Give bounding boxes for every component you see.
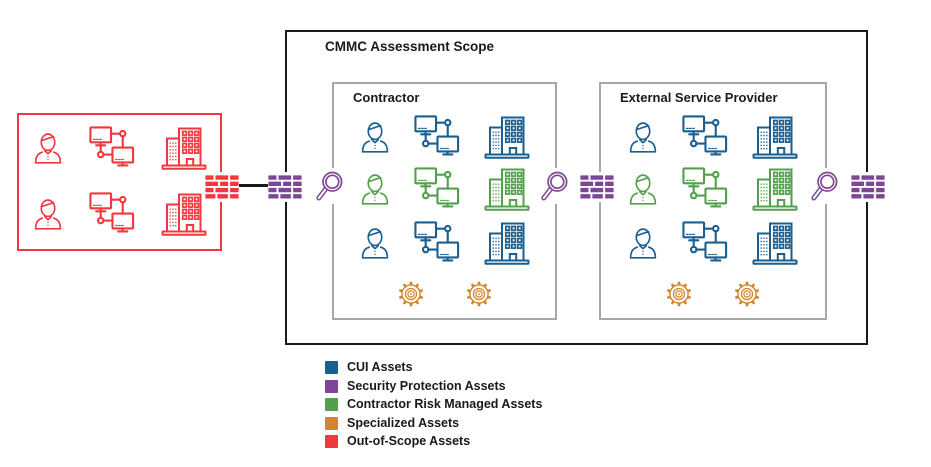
user-icon — [358, 168, 392, 212]
contractor-box: Contractor — [332, 82, 557, 320]
legend-item-risk-managed: Contractor Risk Managed Assets — [325, 397, 543, 412]
building-icon — [159, 191, 209, 239]
building-icon — [159, 125, 209, 173]
magnifier-icon — [313, 168, 347, 204]
magnifier-icon — [538, 168, 572, 204]
legend-swatch-security-protection — [325, 379, 338, 393]
user-icon — [358, 116, 392, 160]
firewall-icon — [268, 172, 302, 202]
firewall-icon — [851, 172, 885, 202]
user-icon — [358, 222, 392, 266]
esp-assets — [601, 112, 825, 318]
legend-item-cui: CUI Assets — [325, 361, 542, 374]
asset-row-cui — [601, 112, 825, 164]
asset-row-out-of-scope — [19, 184, 220, 246]
legend-label: Out-of-Scope Assets — [347, 434, 471, 449]
external-service-provider-box: External Service Provider — [599, 82, 827, 320]
firewall-icon — [580, 172, 614, 202]
user-icon — [31, 193, 65, 237]
building-icon — [482, 166, 532, 214]
asset-row-risk-managed — [601, 164, 825, 216]
legend-swatch-cui — [325, 361, 338, 374]
legend: CUI Assets Security Protection Assets Co… — [325, 361, 542, 454]
legend-label: Contractor Risk Managed Assets — [347, 397, 543, 412]
boundary-connector-line — [230, 184, 282, 187]
network-computers-icon — [414, 221, 460, 267]
building-icon — [750, 114, 800, 162]
network-computers-icon — [414, 167, 460, 213]
gear-icon — [734, 281, 760, 307]
network-computers-icon — [414, 115, 460, 161]
contractor-assets — [334, 112, 555, 318]
legend-label: Security Protection Assets — [347, 378, 506, 393]
out-of-scope-box — [17, 113, 222, 251]
asset-row-cui — [334, 216, 555, 272]
user-icon — [626, 168, 660, 212]
building-icon — [482, 220, 532, 268]
network-computers-icon — [682, 115, 728, 161]
magnifier-icon — [808, 168, 842, 204]
legend-label: CUI Assets — [347, 360, 413, 374]
network-computers-icon — [682, 167, 728, 213]
legend-swatch-specialized — [325, 416, 338, 430]
firewall-icon — [205, 172, 239, 202]
gear-icon — [666, 281, 692, 307]
network-computers-icon — [89, 126, 135, 172]
legend-swatch-risk-managed — [325, 398, 338, 412]
asset-row-out-of-scope — [19, 118, 220, 180]
user-icon — [626, 116, 660, 160]
specialized-assets-row — [334, 272, 555, 316]
network-computers-icon — [682, 221, 728, 267]
building-icon — [482, 114, 532, 162]
building-icon — [750, 220, 800, 268]
cmmc-assessment-scope-box: CMMC Assessment Scope Contractor — [285, 30, 868, 345]
esp-title: External Service Provider — [620, 90, 778, 105]
building-icon — [750, 166, 800, 214]
contractor-title: Contractor — [353, 90, 420, 105]
legend-item-security-protection: Security Protection Assets — [325, 378, 542, 393]
gear-icon — [398, 281, 424, 307]
network-computers-icon — [89, 192, 135, 238]
specialized-assets-row — [601, 272, 825, 316]
asset-row-cui — [601, 216, 825, 272]
asset-row-cui — [334, 112, 555, 164]
asset-row-risk-managed — [334, 164, 555, 216]
scope-title: CMMC Assessment Scope — [325, 39, 495, 54]
legend-item-specialized: Specialized Assets — [325, 415, 542, 430]
gear-icon — [466, 281, 492, 307]
legend-swatch-out-of-scope — [325, 435, 338, 449]
legend-label: Specialized Assets — [347, 415, 460, 430]
user-icon — [626, 222, 660, 266]
legend-item-out-of-scope: Out-of-Scope Assets — [325, 434, 542, 449]
user-icon — [31, 127, 65, 171]
